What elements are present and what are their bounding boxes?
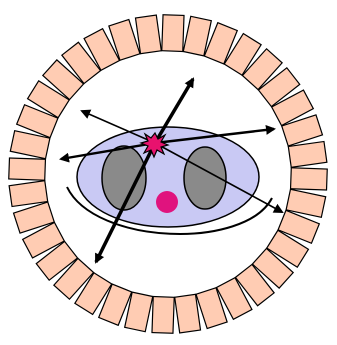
scintillator-crystal-icon xyxy=(9,158,46,180)
scintillator-crystal-icon xyxy=(152,297,174,334)
scintillator-crystal-icon xyxy=(162,15,184,52)
scintillator-crystal-icon xyxy=(175,294,201,333)
heart-icon xyxy=(156,191,178,213)
scintillator-crystal-icon xyxy=(9,181,48,207)
scintillator-crystal-icon xyxy=(135,15,161,54)
scintillator-crystal-icon xyxy=(291,168,328,190)
scintillator-crystal-icon xyxy=(288,141,327,167)
